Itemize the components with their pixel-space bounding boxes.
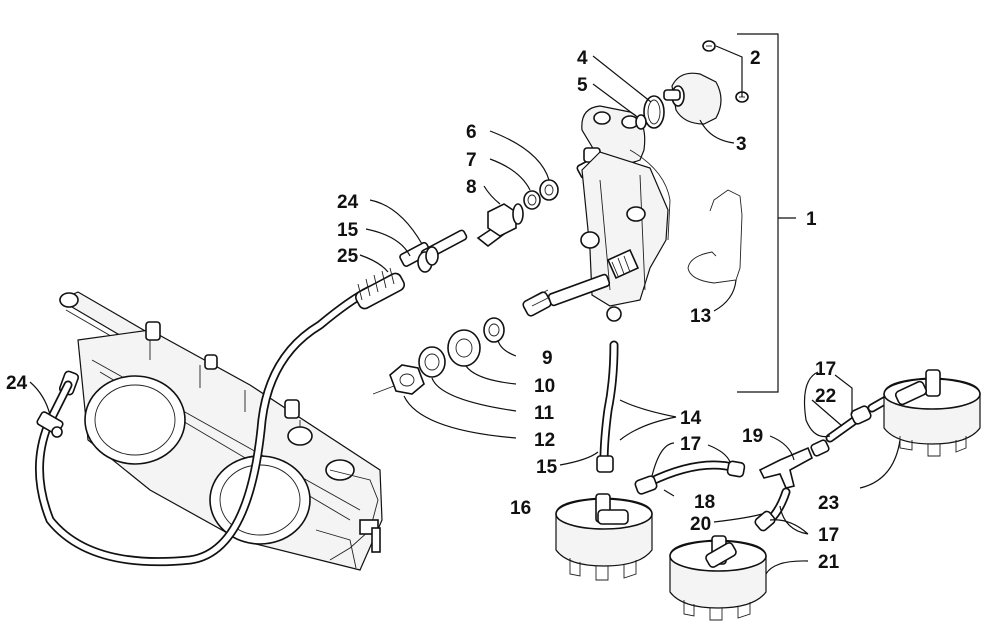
- pickup-23: [883, 369, 981, 457]
- callouts: 1 2 3 4 5 6 7 8 9 10 11 12 13 14 15 15 1…: [6, 48, 840, 573]
- washer-11: [418, 346, 446, 378]
- pickup-21: [669, 535, 767, 621]
- hose-20: [754, 487, 791, 532]
- callout-17-middle: 17: [680, 434, 701, 455]
- leader-lines: [29, 45, 901, 575]
- callout-4: 4: [577, 48, 588, 69]
- callout-19: 19: [742, 426, 763, 447]
- callout-9: 9: [542, 348, 553, 369]
- callout-1: 1: [806, 209, 817, 230]
- clip-13: [687, 189, 743, 284]
- callout-6: 6: [466, 122, 477, 143]
- banjo-fitting: [522, 273, 611, 317]
- hose-14: [596, 340, 619, 473]
- tee-19: [758, 446, 814, 489]
- o-ring-4: [643, 95, 665, 129]
- fuel-line-sleeve: [355, 229, 468, 310]
- callout-10: 10: [534, 376, 555, 397]
- callout-15-lower: 15: [536, 457, 558, 478]
- fitting-8: [476, 203, 524, 248]
- callout-14: 14: [680, 408, 702, 429]
- bracket-item-1: [737, 33, 796, 393]
- callout-17-lower: 17: [818, 525, 839, 546]
- callout-2: 2: [750, 48, 761, 69]
- hose-18: [634, 460, 746, 495]
- callout-7: 7: [466, 150, 477, 171]
- callout-21: 21: [818, 552, 840, 573]
- callout-12: 12: [534, 430, 555, 451]
- nut-12: [372, 364, 425, 395]
- callout-3: 3: [736, 134, 747, 155]
- callout-20: 20: [690, 514, 711, 535]
- callout-18: 18: [694, 492, 715, 513]
- regulator-cap-3: [663, 72, 722, 125]
- callout-15-upper: 15: [337, 220, 359, 241]
- washer-7: [523, 190, 541, 210]
- callout-5: 5: [577, 75, 588, 96]
- o-ring-5: [635, 114, 647, 130]
- return-hose-left: [35, 285, 375, 567]
- throttle-body-assembly: [58, 291, 383, 571]
- pickup-16: [555, 493, 653, 581]
- callout-24-left: 24: [6, 373, 28, 394]
- callout-25: 25: [337, 246, 359, 267]
- callout-23: 23: [818, 493, 839, 514]
- callout-11: 11: [534, 403, 555, 424]
- callout-8: 8: [466, 177, 477, 198]
- callout-16: 16: [510, 498, 531, 519]
- regulator-assembly: [576, 105, 671, 322]
- callout-22: 22: [815, 386, 836, 407]
- callout-13: 13: [690, 306, 711, 327]
- washer-9: [483, 317, 505, 343]
- callout-17-right: 17: [815, 359, 836, 380]
- lock-washer-10: [447, 329, 481, 367]
- callout-24-upper: 24: [337, 192, 359, 213]
- washer-6: [539, 179, 559, 201]
- screw-2a: [702, 40, 716, 52]
